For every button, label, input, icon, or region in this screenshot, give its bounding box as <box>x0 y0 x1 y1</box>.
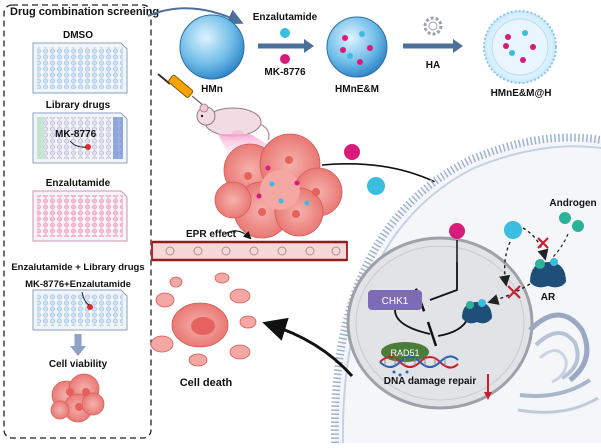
tumor-mass <box>214 133 343 239</box>
screening-panel: Drug combination screening DMSO Library … <box>3 4 159 439</box>
enzalutamide-screen-label: Enzalutamide <box>46 178 111 189</box>
library-label: Library drugs <box>46 100 111 111</box>
mk8776-dot <box>280 54 290 64</box>
enz-to-nucleus-arrow <box>499 241 511 287</box>
hmnemh-label: HMnE&M@H <box>491 88 552 99</box>
block-x-icon <box>537 237 549 249</box>
chk1-to-rad51 <box>394 309 431 335</box>
hmn-label: HMn <box>201 84 223 95</box>
dna-repair-label: DNA damage repair <box>384 376 477 387</box>
ar-nuclear <box>462 299 492 324</box>
cell-death-cluster <box>150 272 257 367</box>
combo-hit-dot <box>87 304 93 310</box>
combo-plate <box>32 289 128 331</box>
cell-death-arrow <box>262 317 354 377</box>
mk8776-plate-label: MK-8776 <box>55 129 97 140</box>
cell-death-label: Cell death <box>180 377 233 389</box>
ha-gear-icon <box>423 16 443 36</box>
chk1-inhibit-line <box>429 262 458 301</box>
block-x-icon-2 <box>507 285 521 299</box>
free-mk8776 <box>344 144 360 160</box>
hmnem-particle <box>326 16 388 78</box>
combo-label: Enzalutamide + Library drugs <box>11 262 144 273</box>
androgen-binding-arrow <box>522 227 549 261</box>
androgen-label: Androgen <box>549 198 596 209</box>
enzalutamide-dot <box>280 28 290 38</box>
ar-label: AR <box>541 292 556 303</box>
dmso-plate <box>32 42 128 94</box>
chk1-label: CHK1 <box>382 296 409 307</box>
hmnem-label: HMnE&M <box>335 84 379 95</box>
chk1-protein <box>368 290 422 310</box>
androgen-dot-1 <box>559 212 571 224</box>
dmso-label: DMSO <box>63 30 93 41</box>
enzalutamide-syn-label: Enzalutamide <box>253 12 318 23</box>
intracellular-mk8776 <box>449 223 465 239</box>
blood-vessel <box>151 240 348 262</box>
enzalutamide-plate <box>32 190 128 242</box>
androgen-dot-2 <box>572 220 584 232</box>
combo-hit-label: MK-8776+Enzalutamide <box>25 279 131 290</box>
dna-helix-icon <box>379 355 459 377</box>
enzalutamide-in-cell <box>504 221 522 239</box>
synthesis-row: HMn Enzalutamide MK-8776 HMnE&M HA HMnE&… <box>179 10 557 99</box>
hmn-particle <box>179 14 245 80</box>
epr-pointer <box>224 230 252 240</box>
screening-title: Drug combination screening <box>10 6 159 18</box>
epr-label: EPR effect <box>186 229 237 240</box>
cell-cluster-small <box>50 373 105 423</box>
panel-to-synthesis-arrow <box>147 7 244 25</box>
free-enzalutamide <box>367 177 385 195</box>
ha-label: HA <box>426 60 440 71</box>
rad51-label: RAD51 <box>390 348 419 358</box>
syringe-icon <box>157 73 205 107</box>
ar-receptor <box>530 258 566 288</box>
endoplasmic-reticulum <box>517 312 599 414</box>
library-plate <box>32 112 128 164</box>
mk8776-syn-label: MK-8776 <box>264 67 306 78</box>
screening-border <box>3 4 152 439</box>
viability-label: Cell viability <box>49 359 108 370</box>
mk-hit-dot <box>85 144 91 150</box>
